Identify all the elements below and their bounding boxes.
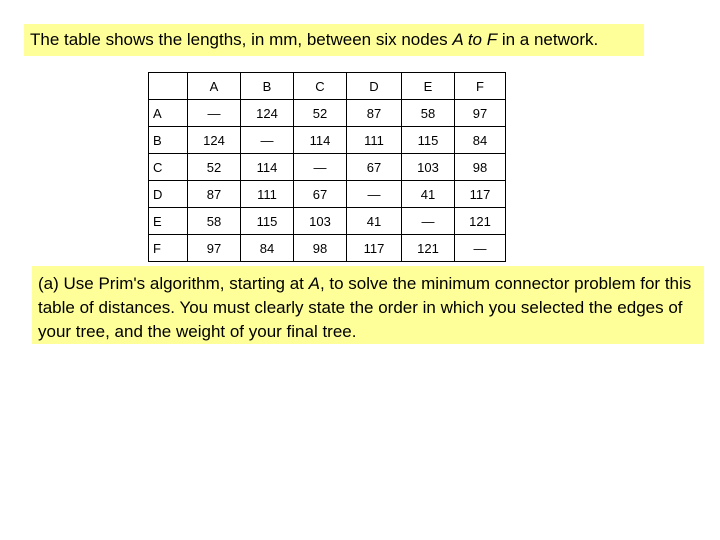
table-row: B 124 — 114 111 115 84	[148, 126, 506, 154]
column-header: F	[454, 72, 506, 100]
table-row: F 97 84 98 117 121 —	[148, 234, 506, 262]
row-header: E	[148, 207, 188, 235]
table-cell: 124	[187, 126, 241, 154]
intro-nodes-range: A to F	[452, 30, 498, 49]
table-row: C 52 114 — 67 103 98	[148, 153, 506, 181]
question-text-after: , to solve the minimum connector problem…	[38, 274, 692, 341]
table-cell: 117	[346, 234, 402, 262]
table-row: E 58 115 103 41 — 121	[148, 207, 506, 235]
row-header: C	[148, 153, 188, 181]
table-cell: 67	[346, 153, 402, 181]
table-row: A — 124 52 87 58 97	[148, 99, 506, 127]
table-header-row: A B C D E F	[148, 72, 506, 100]
table-cell: 41	[401, 180, 455, 208]
row-header: F	[148, 234, 188, 262]
table-cell: 97	[454, 99, 506, 127]
table-cell: 97	[187, 234, 241, 262]
distance-table: A B C D E F A — 124 52 87 58 97 B 124 — …	[148, 72, 506, 262]
table-cell: 87	[187, 180, 241, 208]
table-cell: 114	[293, 126, 347, 154]
row-header: A	[148, 99, 188, 127]
table-cell: 111	[346, 126, 402, 154]
table-cell: —	[346, 180, 402, 208]
column-header: D	[346, 72, 402, 100]
table-cell: 87	[346, 99, 402, 127]
row-header: B	[148, 126, 188, 154]
table-cell: 121	[401, 234, 455, 262]
table-cell: 67	[293, 180, 347, 208]
table-cell: 117	[454, 180, 506, 208]
column-header: B	[240, 72, 294, 100]
intro-text: The table shows the lengths, in mm, betw…	[24, 24, 644, 56]
table-cell: —	[240, 126, 294, 154]
table-cell: 98	[293, 234, 347, 262]
table-cell: 52	[293, 99, 347, 127]
row-header: D	[148, 180, 188, 208]
question-text: (a) Use Prim's algorithm, starting at A,…	[32, 266, 704, 344]
question-start-node: A	[308, 274, 320, 293]
column-header: A	[187, 72, 241, 100]
question-text-before: (a) Use Prim's algorithm, starting at	[38, 274, 309, 293]
table-cell: —	[454, 234, 506, 262]
table-cell: —	[187, 99, 241, 127]
table-cell: 103	[293, 207, 347, 235]
table-cell: 58	[187, 207, 241, 235]
table-cell: 58	[401, 99, 455, 127]
table-cell: 84	[454, 126, 506, 154]
table-corner-cell	[148, 72, 188, 100]
table-cell: 84	[240, 234, 294, 262]
table-cell: 98	[454, 153, 506, 181]
table-cell: 41	[346, 207, 402, 235]
table-cell: 114	[240, 153, 294, 181]
column-header: C	[293, 72, 347, 100]
table-cell: 52	[187, 153, 241, 181]
table-cell: 111	[240, 180, 294, 208]
table-cell: 115	[401, 126, 455, 154]
table-cell: 124	[240, 99, 294, 127]
intro-text-before: The table shows the lengths, in mm, betw…	[30, 30, 453, 49]
table-cell: —	[401, 207, 455, 235]
table-cell: 115	[240, 207, 294, 235]
intro-text-after: in a network.	[497, 30, 599, 49]
table-row: D 87 111 67 — 41 117	[148, 180, 506, 208]
table-cell: 121	[454, 207, 506, 235]
table-cell: 103	[401, 153, 455, 181]
column-header: E	[401, 72, 455, 100]
table-cell: —	[293, 153, 347, 181]
